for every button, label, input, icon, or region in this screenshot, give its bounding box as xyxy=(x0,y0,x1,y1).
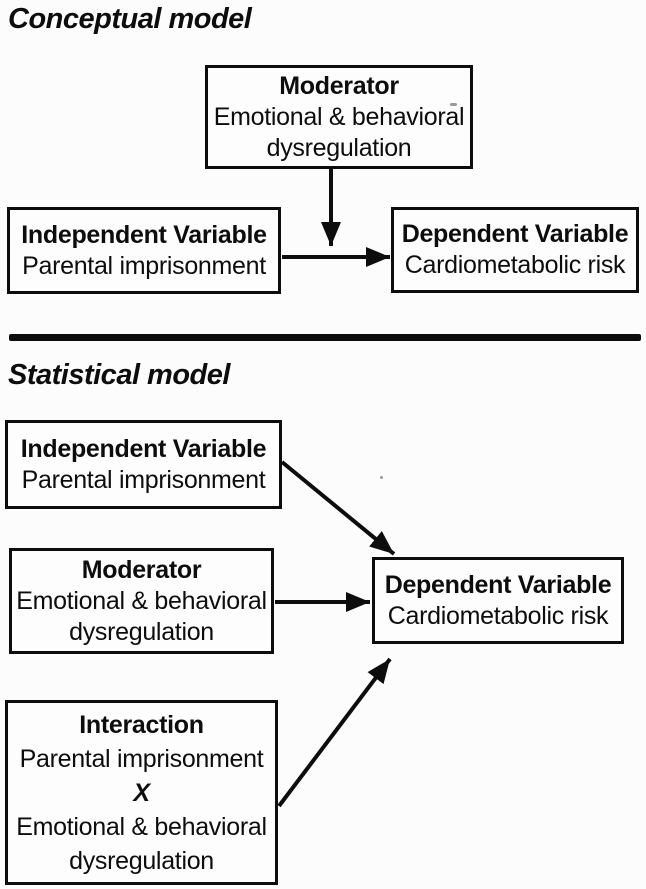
box-line: dysregulation xyxy=(266,133,412,162)
conceptual-dependent-variable-box: Dependent Variable Cardiometabolic risk xyxy=(391,207,639,293)
scan-speck xyxy=(380,476,383,479)
box-line: Parental imprisonment xyxy=(21,465,266,494)
interaction-operator: X xyxy=(133,778,150,807)
statistical-interaction-box: Interaction Parental imprisonment X Emot… xyxy=(5,700,278,885)
statistical-dependent-variable-box: Dependent Variable Cardiometabolic risk xyxy=(372,557,624,644)
box-title: Independent Variable xyxy=(20,434,267,463)
box-line: Emotional & behavioral xyxy=(16,812,267,841)
box-line: Parental imprisonment xyxy=(22,251,266,280)
box-line: Emotional & behavioral xyxy=(16,586,267,615)
conceptual-independent-variable-box: Independent Variable Parental imprisonme… xyxy=(7,207,281,294)
box-line: dysregulation xyxy=(69,846,214,875)
statistical-independent-variable-box: Independent Variable Parental imprisonme… xyxy=(5,420,282,509)
box-title: Dependent Variable xyxy=(384,570,612,599)
arrow-stat-interaction-to-dv-icon xyxy=(277,657,392,808)
scan-speck xyxy=(450,103,457,106)
arrow-stat-iv-to-dv-icon xyxy=(280,460,396,556)
conceptual-model-title: Conceptual model xyxy=(8,3,252,35)
box-line: Cardiometabolic risk xyxy=(404,251,626,279)
box-title: Moderator xyxy=(81,555,202,584)
box-title: Moderator xyxy=(279,71,399,100)
box-line: Parental imprisonment xyxy=(19,744,264,773)
statistical-moderator-box: Moderator Emotional & behavioral dysregu… xyxy=(9,548,274,654)
box-title: Independent Variable xyxy=(21,220,267,249)
box-title: Dependent Variable xyxy=(401,220,629,248)
section-divider xyxy=(9,334,641,341)
box-line: Emotional & behavioral xyxy=(213,102,465,131)
statistical-model-title: Statistical model xyxy=(8,359,230,391)
box-line: Cardiometabolic risk xyxy=(387,601,609,630)
box-title: Interaction xyxy=(79,710,204,739)
box-line: dysregulation xyxy=(69,617,214,646)
conceptual-moderator-box: Moderator Emotional & behavioral dysregu… xyxy=(205,65,473,169)
